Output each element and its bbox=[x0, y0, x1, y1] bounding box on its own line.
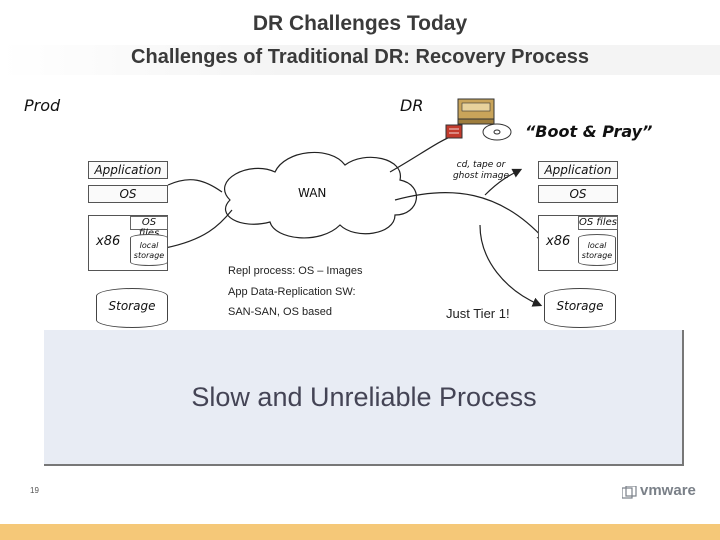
summary-text: Slow and Unreliable Process bbox=[191, 382, 537, 412]
slide-title: DR Challenges Today bbox=[252, 12, 468, 35]
prod-storage-cylinder: Storage bbox=[96, 288, 168, 328]
boot-pray-label: “Boot & Pray” bbox=[525, 122, 653, 141]
slide-subtitle: Challenges of Traditional DR: Recovery P… bbox=[131, 46, 589, 68]
wan-label: WAN bbox=[298, 186, 327, 200]
prod-os-files-box: OS files bbox=[130, 216, 168, 239]
prod-local-storage: local storage bbox=[130, 234, 168, 266]
dr-local-storage: local storage bbox=[578, 234, 616, 266]
tape-cartridge-icon bbox=[445, 124, 463, 139]
dr-os-box: OS bbox=[538, 185, 618, 203]
page-number: 19 bbox=[30, 486, 39, 495]
summary-panel bbox=[44, 330, 684, 466]
dr-application-box: Application bbox=[538, 161, 618, 179]
dr-label: DR bbox=[400, 96, 424, 115]
prod-x86-label: x86 bbox=[96, 234, 121, 249]
dr-os-files-box: OS files bbox=[578, 216, 618, 230]
vmware-logo-icon bbox=[622, 486, 637, 499]
dr-storage-cylinder: Storage bbox=[544, 288, 616, 328]
dr-x86-label: x86 bbox=[546, 234, 571, 249]
media-label: cd, tape or ghost image bbox=[452, 160, 510, 181]
prod-label: Prod bbox=[24, 96, 61, 115]
wan-cloud bbox=[224, 151, 418, 239]
repl-process-label: Repl process: OS – Images bbox=[228, 265, 363, 277]
prod-os-box: OS bbox=[88, 185, 168, 203]
tape-drive-icon bbox=[457, 98, 495, 125]
app-repl-label: App Data-Replication SW: bbox=[228, 286, 356, 298]
title-gradient bbox=[0, 45, 720, 75]
vmware-logo-text: vmware bbox=[640, 482, 696, 499]
cd-icon bbox=[482, 123, 512, 141]
footer-bar bbox=[0, 524, 720, 540]
san-label: SAN-SAN, OS based bbox=[228, 306, 332, 318]
just-tier-label: Just Tier 1! bbox=[446, 306, 510, 321]
prod-application-box: Application bbox=[88, 161, 168, 179]
